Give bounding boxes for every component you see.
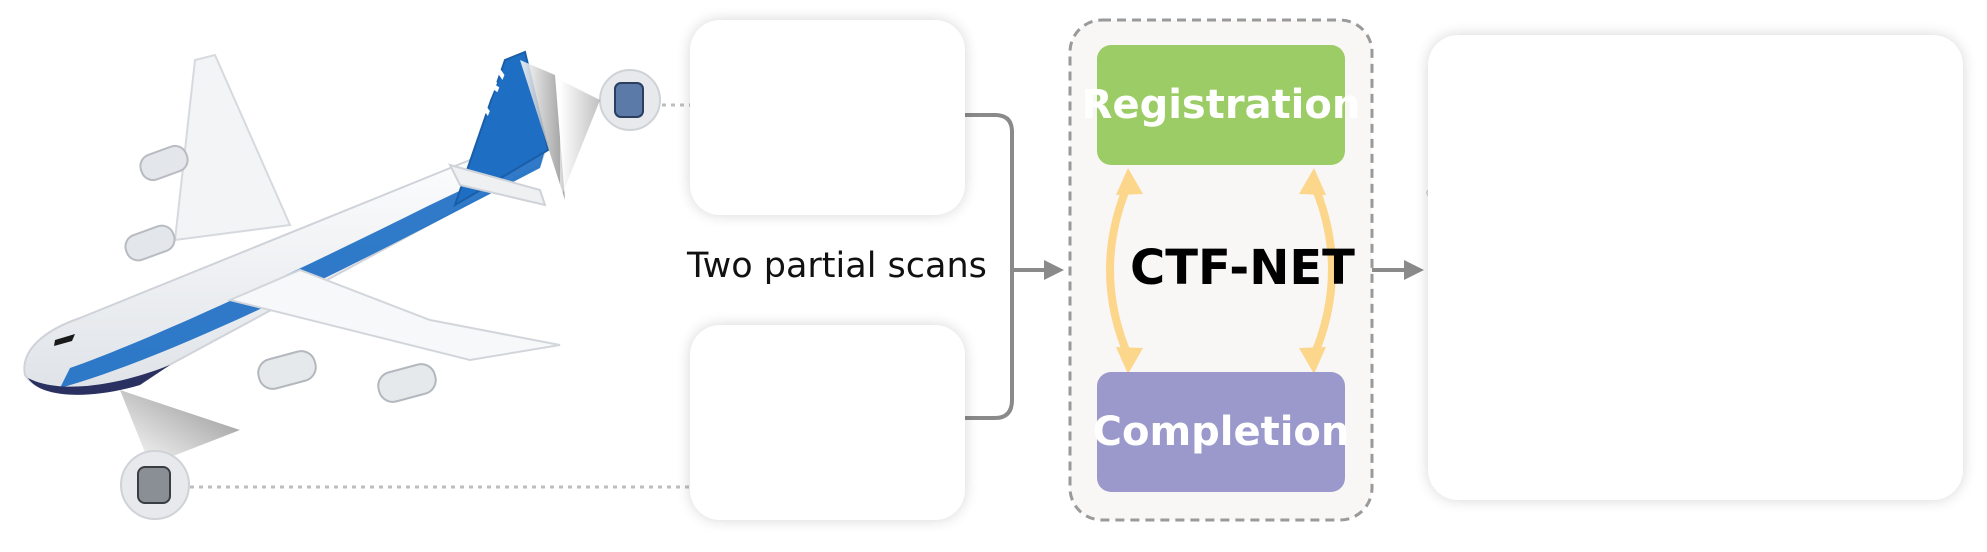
registration-module: Registration xyxy=(1082,45,1360,165)
airplane-image: 747 xyxy=(23,50,561,403)
network-name: CTF-NET xyxy=(1130,240,1355,296)
completion-label: Completion xyxy=(1092,409,1350,455)
merge-bracket xyxy=(965,113,1014,420)
scan-panel-top xyxy=(690,20,965,215)
scanner-top xyxy=(520,60,661,200)
completion-module: Completion xyxy=(1093,372,1349,492)
input-caption: Two partial scans xyxy=(687,246,987,286)
engine-icon xyxy=(124,144,189,262)
registration-label: Registration xyxy=(1081,82,1361,128)
scan-panel-bottom xyxy=(690,325,965,520)
depth-camera-icon xyxy=(614,82,644,118)
scanner-bottom xyxy=(120,390,240,520)
result-panel xyxy=(1428,35,1963,500)
depth-camera-icon xyxy=(137,466,171,504)
bidirectional-arrows xyxy=(1106,168,1336,374)
